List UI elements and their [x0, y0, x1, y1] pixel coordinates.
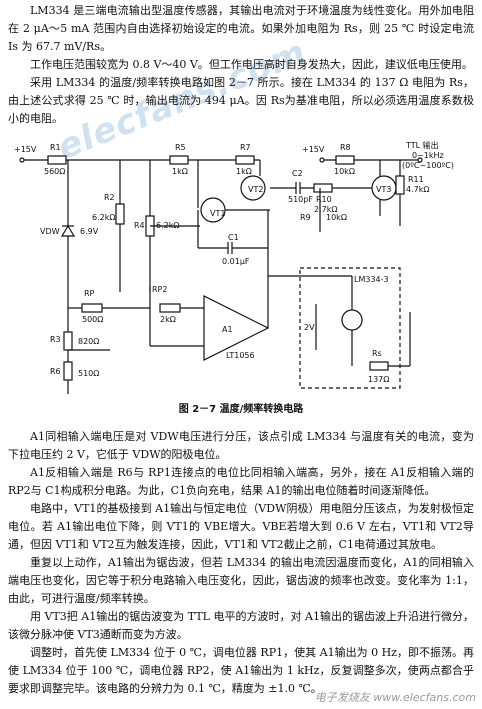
label-v15-left: +15V — [14, 145, 37, 154]
label-r4-value: 6.2kΩ — [156, 221, 179, 230]
label-lm334: LM334-3 — [354, 275, 389, 284]
label-r8-value: 10kΩ — [334, 167, 355, 176]
label-c2-value: 510pF — [288, 195, 313, 204]
label-v15-right: +15V — [302, 145, 325, 154]
label-r6-value: 510Ω — [78, 369, 99, 378]
label-r11-value: 4.7kΩ — [406, 185, 429, 194]
label-r11: R11 — [408, 175, 424, 184]
label-rp2-value: 2kΩ — [160, 315, 176, 324]
label-r2-value: 6.2kΩ — [92, 213, 115, 222]
label-r9: R9 — [300, 213, 311, 222]
label-ttl-temp: (0ºC~100ºC) — [402, 161, 454, 170]
label-vt1: VT1 — [210, 209, 225, 218]
label-r2: R2 — [104, 193, 115, 202]
label-chip: LT1056 — [226, 351, 255, 360]
circuit-diagram: +15V R1 560Ω R5 1kΩ R7 1kΩ VT2 VT1 C2 51… — [14, 140, 454, 394]
paragraph-2: 工作电压范围较宽为 0.8 V～40 V。但工作电压高时自身发热大，因此，建议低… — [30, 58, 473, 71]
label-r5: R5 — [175, 143, 186, 152]
paragraph-8: 用 VT3把 A1输出的锯齿波变为 TTL 电平的方波时，对 A1输出的锯齿波上… — [8, 610, 474, 641]
label-ttl-range: 0~1kHz — [412, 151, 444, 160]
label-c1-value: 0.01μF — [222, 257, 250, 266]
paragraph-4: A1同相输入端电压是对 VDW电压进行分压，该点引成 LM334 与温度有关的电… — [8, 430, 474, 461]
label-vt3: VT3 — [376, 185, 391, 194]
label-r10: R10 — [316, 195, 332, 204]
label-r3-value: 820Ω — [78, 337, 99, 346]
paragraph-1: LM334 是三端电流输出型温度传感器，其输出电流对于环境温度为线性变化。用外加… — [8, 4, 474, 53]
label-vdw: VDW — [40, 227, 60, 236]
label-r7: R7 — [240, 143, 251, 152]
label-a1: A1 — [222, 325, 233, 334]
label-r3: R3 — [50, 335, 61, 344]
label-c2: C2 — [292, 169, 303, 178]
label-r8: R8 — [340, 143, 351, 152]
label-r7-value: 1kΩ — [236, 167, 252, 176]
label-r4: R4 — [134, 221, 145, 230]
label-vdw-value: 6.9V — [80, 227, 99, 236]
label-r1-value: 560Ω — [44, 167, 65, 176]
label-r1: R1 — [50, 143, 61, 152]
label-ttl-output: TTL 输出 — [405, 140, 439, 150]
label-rs: Rs — [372, 349, 382, 358]
paragraph-7: 重复以上动作，A1输出为锯齿波，但若 LM334 的输出电流因温度而变化，A1的… — [8, 556, 474, 605]
label-r10-value: 2.7kΩ — [314, 205, 337, 214]
site-logo: 电子发烧友 www.elecfans.com — [314, 691, 476, 704]
label-vt2: VT2 — [248, 185, 263, 194]
paragraph-5: A1反相输入端是 R6与 RP1连接点的电位比同相输入端高，另外，接在 A1反相… — [8, 466, 474, 497]
label-r5-value: 1kΩ — [172, 167, 188, 176]
label-rp-value: 500Ω — [82, 315, 103, 324]
paragraph-6: 电路中，VT1的基极接到 A1输出与恒定电位（VDW阴极）用电阻分压该点，为发射… — [8, 502, 474, 551]
label-c1: C1 — [228, 233, 239, 242]
paragraph-3: 采用 LM334 的温度/频率转换电路如图 2－7 所示。接在 LM334 的 … — [8, 76, 474, 125]
label-rp: RP — [84, 289, 95, 298]
label-rp2: RP2 — [152, 285, 167, 294]
label-2v: 2V — [304, 323, 315, 332]
label-rs-value: 137Ω — [368, 375, 389, 384]
label-r6: R6 — [50, 367, 61, 376]
figure-caption: 图 2－7 温度/频率转换电路 — [178, 404, 304, 415]
paragraph-9: 调整时，首先使 LM334 位于 0 ℃，调电位器 RP1，使其 A1输出为 0… — [8, 646, 474, 695]
label-r9-value: 10kΩ — [326, 213, 347, 222]
